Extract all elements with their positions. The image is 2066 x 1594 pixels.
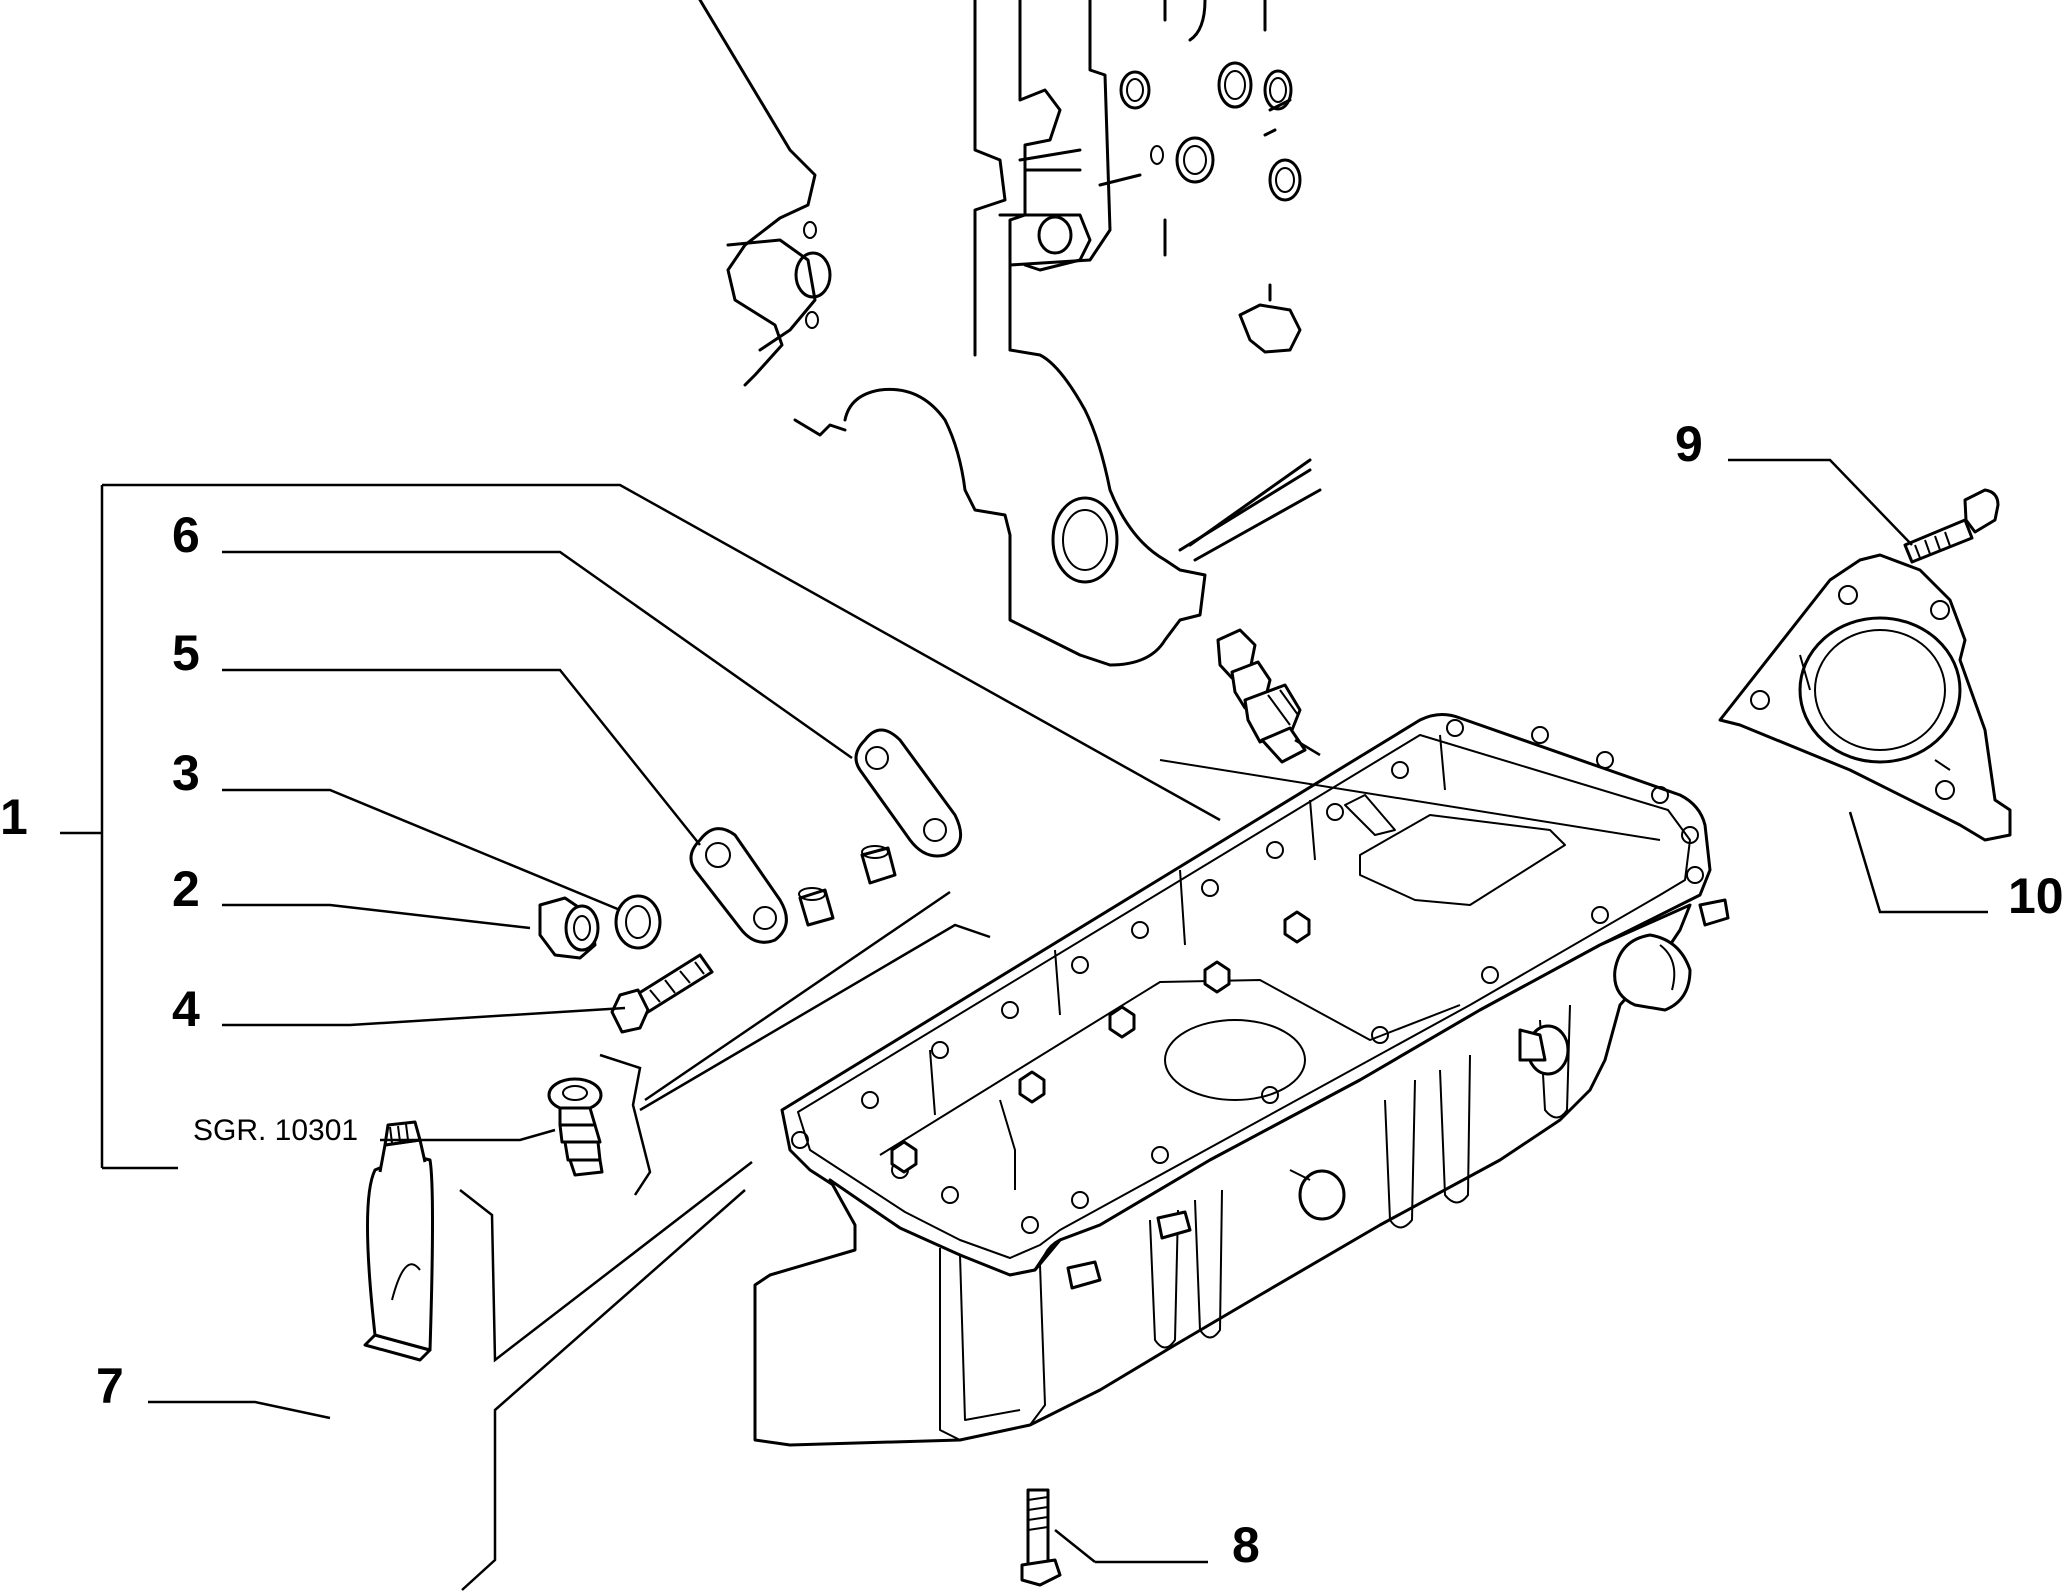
callout-10: 10 [2008, 868, 2064, 924]
part-6-plate [854, 728, 963, 885]
callout-1: 1 [0, 789, 28, 845]
part-2-drain-plug [538, 896, 600, 960]
sgr-10301-plug [547, 1077, 604, 1177]
oil-sump-pan [753, 713, 1730, 1447]
flange-bolt-holes [791, 719, 1704, 1234]
callout-3: 3 [172, 745, 200, 801]
part-8-bolt [1020, 1488, 1062, 1587]
part-5-plate [689, 827, 835, 944]
engine-block-outline [698, 0, 1322, 667]
callout-6: 6 [172, 507, 200, 563]
callout-9: 9 [1675, 416, 1703, 472]
callout-7: 7 [96, 1358, 124, 1414]
sensor-fitting [1216, 628, 1321, 764]
callout-2: 2 [172, 861, 200, 917]
part-10-rear-seal-cover [1718, 553, 2012, 842]
callout-labels: 1 2 3 4 5 6 7 8 9 10 SGR. 10301 [0, 416, 2064, 1573]
internal-bolt-heads [890, 910, 1311, 1174]
part-9-bolt [1903, 488, 2000, 564]
callout-8: 8 [1232, 1517, 1260, 1573]
part-4-bolt [610, 953, 714, 1034]
leader-lines [148, 458, 1988, 1591]
part-7-sealant-tube [363, 1120, 434, 1362]
callout-5: 5 [172, 625, 200, 681]
group-reference-label: SGR. 10301 [193, 1114, 358, 1147]
callout-4: 4 [172, 981, 200, 1037]
kit-bracket-1 [60, 483, 1221, 1170]
part-3-seal-ring [614, 894, 662, 950]
